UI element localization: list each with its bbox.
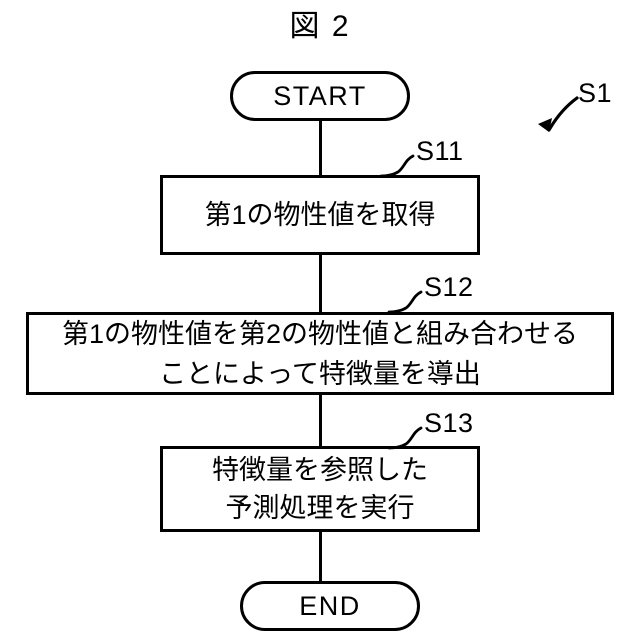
- label-s1: S1: [578, 78, 613, 108]
- leader-s13: [387, 426, 423, 450]
- label-s12: S12: [424, 272, 474, 302]
- label-s13: S13: [424, 408, 474, 438]
- leader-s1: [538, 96, 579, 132]
- node-step-s12[interactable]: 第1の物性値を第2の物性値と組み合わせる ことによって特徴量を導出: [26, 312, 614, 395]
- node-step-s11[interactable]: 第1の物性値を取得: [160, 175, 480, 255]
- node-step-s13[interactable]: 特徴量を参照した 予測処理を実行: [160, 446, 480, 532]
- node-start[interactable]: START: [230, 71, 410, 121]
- label-s11: S11: [416, 136, 464, 166]
- connector-s12-to-s13: [319, 393, 322, 448]
- leader-s11: [379, 154, 415, 178]
- connector-start-to-s11: [319, 120, 322, 177]
- connector-s13-to-end: [319, 530, 322, 582]
- leader-s12: [387, 290, 423, 314]
- node-end[interactable]: END: [240, 581, 420, 631]
- connector-s11-to-s12: [319, 253, 322, 314]
- figure-title: 図 2: [289, 10, 351, 43]
